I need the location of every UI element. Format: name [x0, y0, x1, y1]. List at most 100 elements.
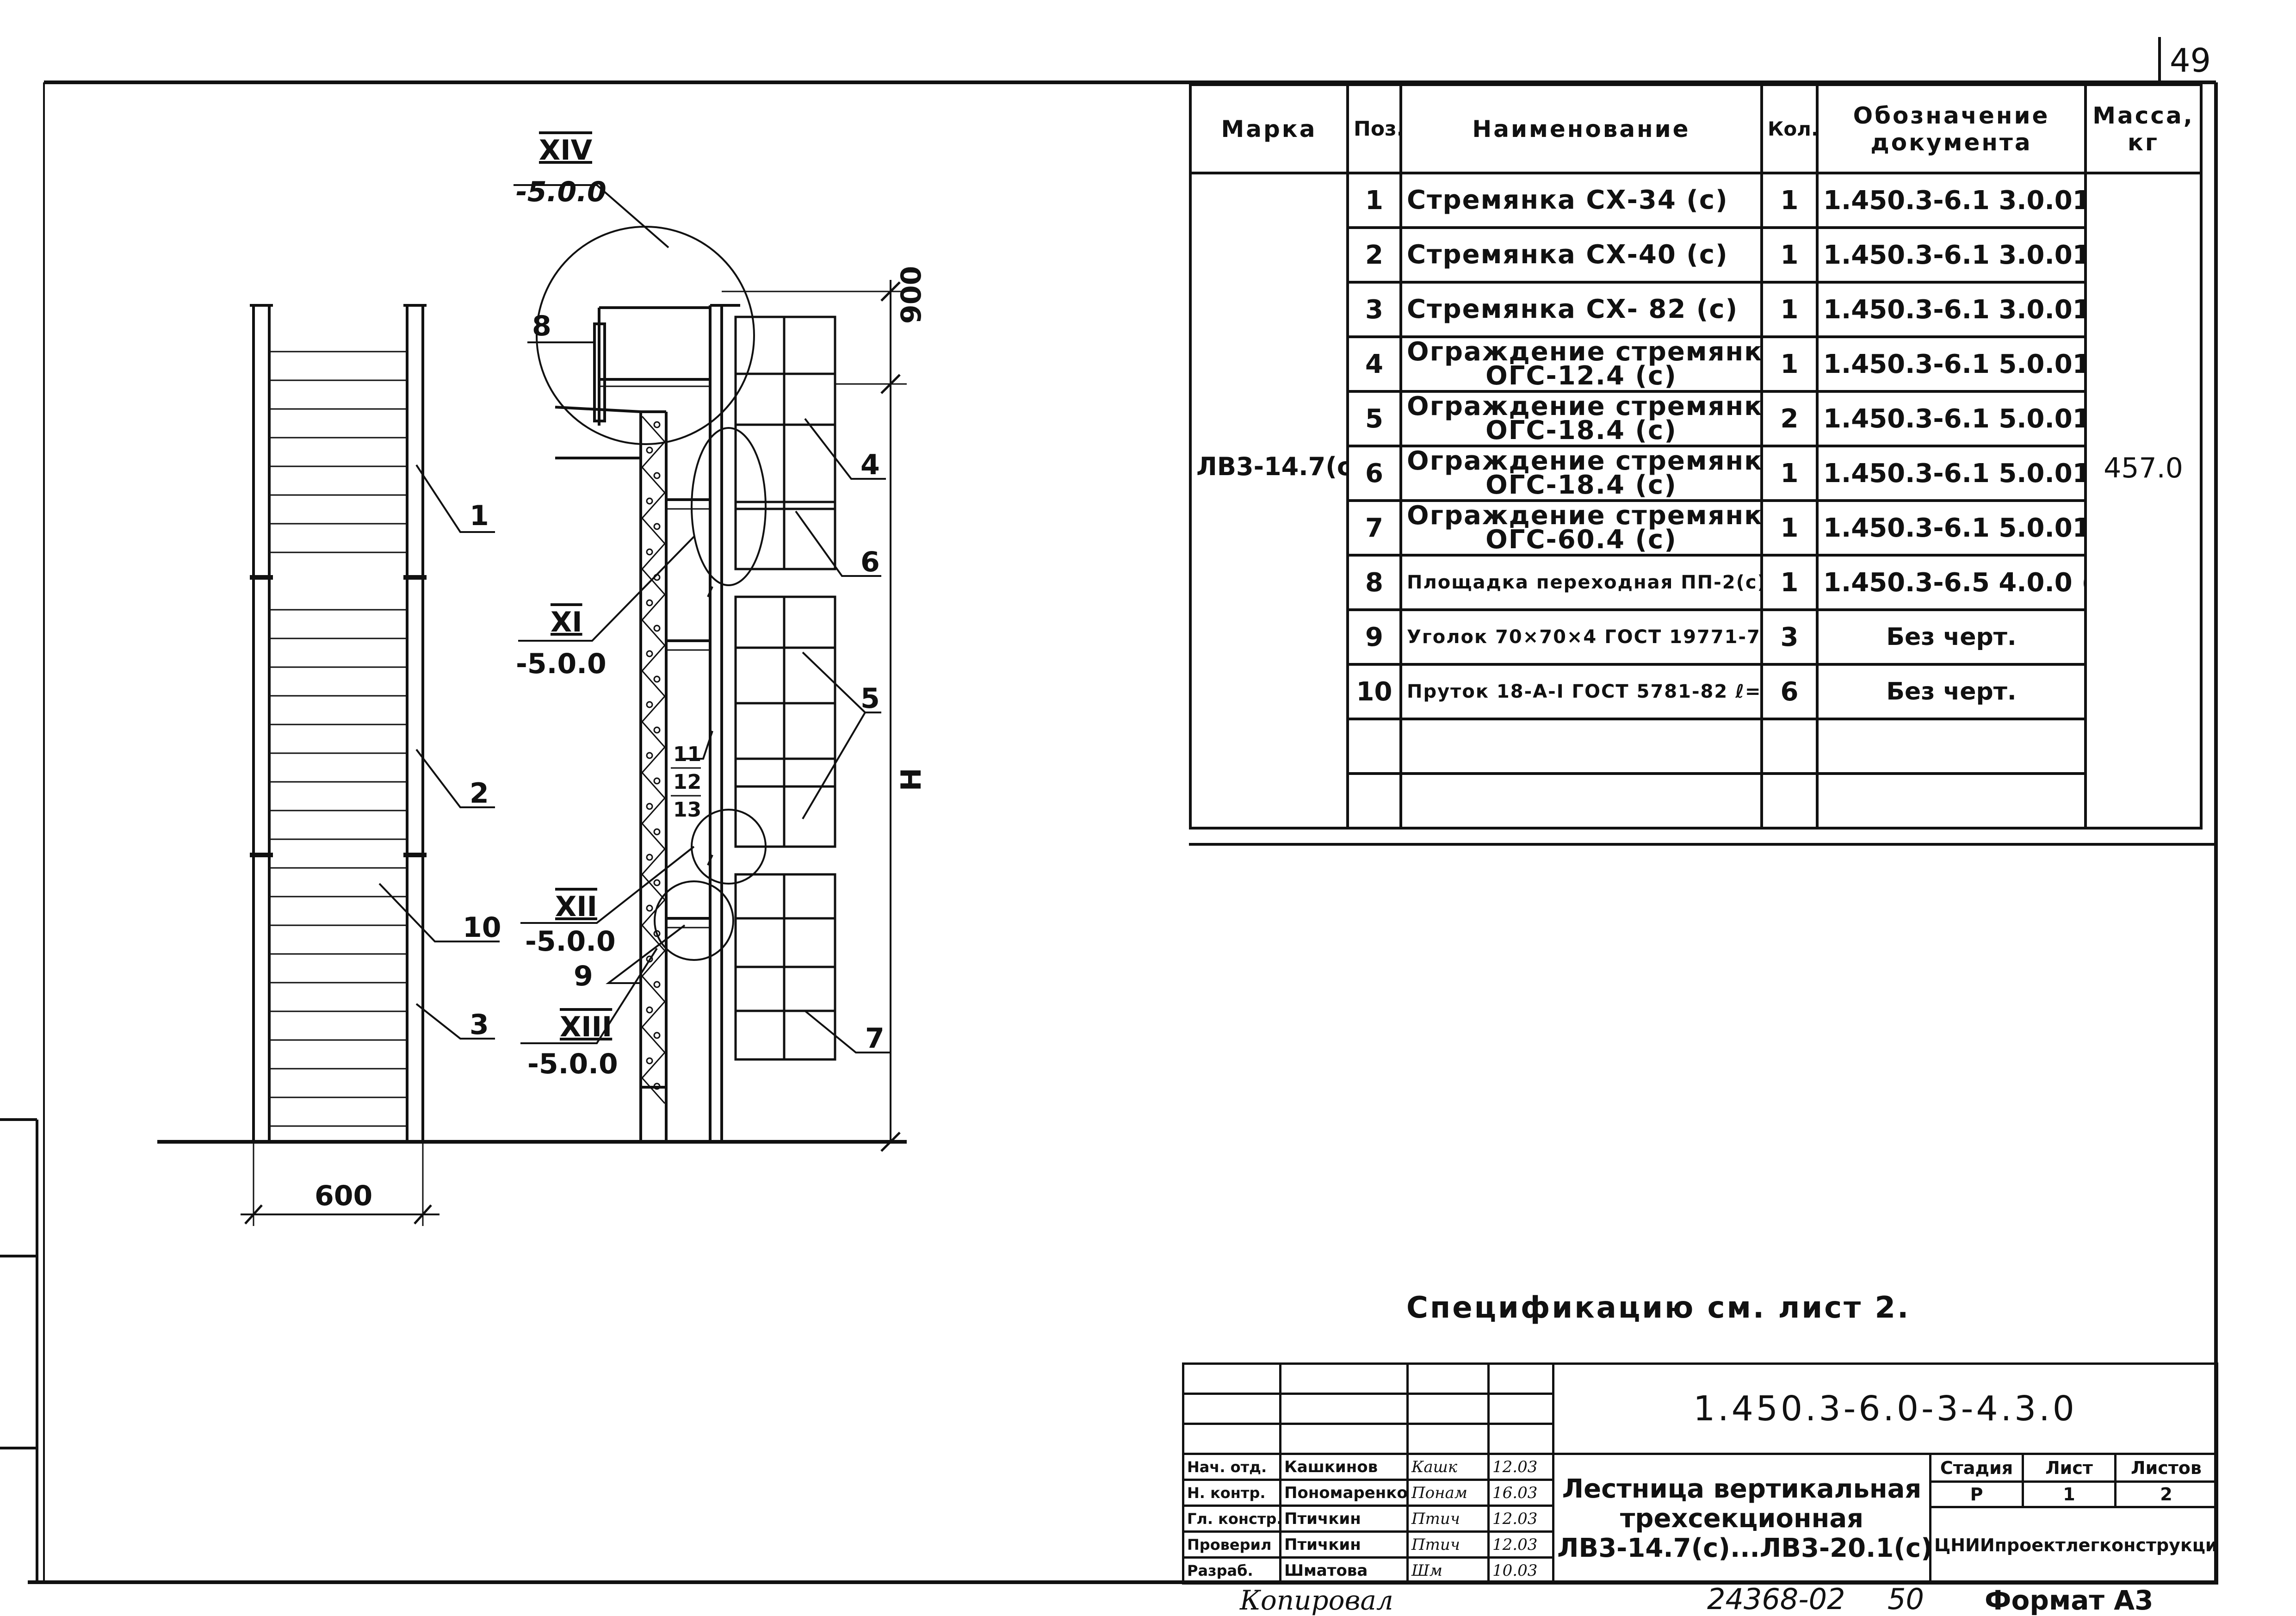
lacing-dot — [653, 828, 661, 836]
front-view-rungs — [269, 351, 407, 1127]
paper-format: Формат А3 — [1985, 1585, 2154, 1616]
spec-qty: 6 — [1760, 663, 1819, 720]
lacing-bar — [641, 848, 666, 875]
lacing-bar — [641, 441, 666, 468]
title-line-2: трехсекционная — [1620, 1503, 1864, 1534]
signature-date: 12.03 — [1487, 1530, 1554, 1559]
lacing-dot — [646, 955, 653, 963]
specification-note: Спецификацию см. лист 2. — [1406, 1291, 1911, 1325]
title-line-3: ЛВ3-14.7(с)...ЛВ3-20.1(с) — [1557, 1533, 1931, 1563]
spec-header-row: Марка Поз. Наименование Кол. Обозначение… — [1189, 83, 2203, 174]
lacing-dot — [646, 854, 653, 861]
drawing-title: Лестница вертикальная трехсекционная ЛВ3… — [1552, 1453, 1931, 1585]
lacing-bar — [641, 721, 666, 748]
spec-qty: 1 — [1760, 281, 1819, 338]
signature-date: 16.03 — [1487, 1479, 1554, 1507]
lacing-bar — [641, 467, 666, 493]
title-line-1: Лестница вертикальная — [1562, 1474, 1922, 1504]
signature-role: Проверил — [1182, 1530, 1281, 1559]
sheets-label: Листов — [2114, 1453, 2218, 1483]
spec-pos: 3 — [1346, 281, 1402, 338]
spec-row — [1190, 772, 2201, 830]
leader-lines — [378, 184, 891, 1053]
detail-xii-ref: -5.0.0 — [525, 925, 616, 958]
lacing-bar — [641, 619, 666, 646]
pos-label-1: 1 — [470, 500, 489, 532]
spec-pos: 4 — [1346, 335, 1402, 393]
pos-label-6: 6 — [860, 546, 880, 578]
spec-doc — [1816, 772, 2087, 830]
lacing-dot — [646, 650, 653, 657]
spec-qty: 1 — [1760, 499, 1819, 557]
lacing-dot — [646, 803, 653, 810]
lacing-dot — [653, 1032, 661, 1039]
signature-sign: Птич — [1406, 1530, 1490, 1559]
truss-lacing — [641, 416, 666, 1104]
detail-xiii-num: XIII — [560, 1011, 613, 1043]
spec-name-line2: ОГС-12.4 (с) — [1485, 361, 1677, 391]
signature-role: Н. контр. — [1182, 1479, 1281, 1507]
lacing-bar — [641, 747, 666, 773]
lacing-bar — [641, 1052, 666, 1078]
signature-date: 12.03 — [1487, 1453, 1554, 1481]
fraction-12: 12 — [673, 770, 702, 794]
spec-qty: 1 — [1760, 172, 1819, 229]
detail-circle-xii — [691, 809, 767, 885]
sheets-value: 2 — [2114, 1480, 2218, 1508]
spec-name-line2: ОГС-60.4 (с) — [1485, 525, 1677, 555]
spec-name-line2: ОГС-18.4 (с) — [1485, 415, 1677, 446]
spec-doc: 1.450.3-6.1 5.0.01.0.0 (-08) — [1816, 335, 2087, 393]
spec-qty: 1 — [1760, 445, 1819, 502]
spec-pos — [1346, 718, 1402, 775]
lacing-bar — [641, 976, 666, 1002]
signature-date: 12.03 — [1487, 1505, 1554, 1533]
lacing-dot — [646, 446, 653, 454]
signature-name: Кашкинов — [1279, 1453, 1409, 1481]
lacing-dot — [646, 1006, 653, 1014]
detail-xi-ref: -5.0.0 — [516, 648, 606, 680]
spec-mark-cell: ЛВ3-14.7(с) — [1189, 172, 1349, 830]
lacing-bar — [641, 594, 666, 620]
spec-doc: 1.450.3-6.1 3.0.01.0.0-02(-12) — [1816, 172, 2087, 229]
spec-pos: 6 — [1346, 445, 1402, 502]
spec-name-line1: Стремянка СХ-34 (с) — [1407, 185, 1728, 215]
header-doc: Обозначение документа — [1816, 83, 2087, 174]
inventory-page: 50 — [1888, 1582, 1924, 1616]
lacing-bar — [641, 543, 666, 570]
spec-doc: 1.450.3-6.1 3.0.01.0.0-03(-13) — [1816, 226, 2087, 284]
dim-h-label: H — [895, 768, 928, 791]
lacing-dot — [653, 523, 661, 530]
lacing-dot — [646, 599, 653, 607]
platform — [555, 306, 710, 459]
spec-name-line1: Стремянка СХ-40 (с) — [1407, 240, 1728, 270]
specification-table: Марка Поз. Наименование Кол. Обозначение… — [1189, 83, 2203, 830]
dim-900-label: 900 — [895, 266, 928, 324]
signature-sign: Птич — [1406, 1505, 1490, 1533]
lacing-dot — [653, 421, 661, 428]
side-view-ladder-post — [707, 304, 740, 1142]
header-pos: Поз. — [1346, 83, 1402, 174]
spec-qty: 2 — [1760, 390, 1819, 447]
lacing-dot — [646, 497, 653, 505]
lacing-bar — [641, 772, 666, 799]
spec-name: Площадка переходная ПП-2(с) — [1399, 554, 1763, 611]
dim-600-label: 600 — [315, 1180, 373, 1212]
lacing-bar — [641, 798, 666, 824]
spec-row — [1190, 718, 2201, 775]
spec-qty: 1 — [1760, 226, 1819, 284]
spec-doc: Без черт. — [1816, 608, 2087, 666]
lacing-bar — [641, 1077, 666, 1104]
header-qty: Кол. — [1760, 83, 1819, 174]
page-number: 49 — [2170, 42, 2211, 80]
spec-name-line1: Ограждение стремянки — [1407, 501, 1762, 531]
spec-name-line1: Уголок 70×70×4 ГОСТ 19771-74, ℓ=700 — [1407, 626, 1761, 648]
